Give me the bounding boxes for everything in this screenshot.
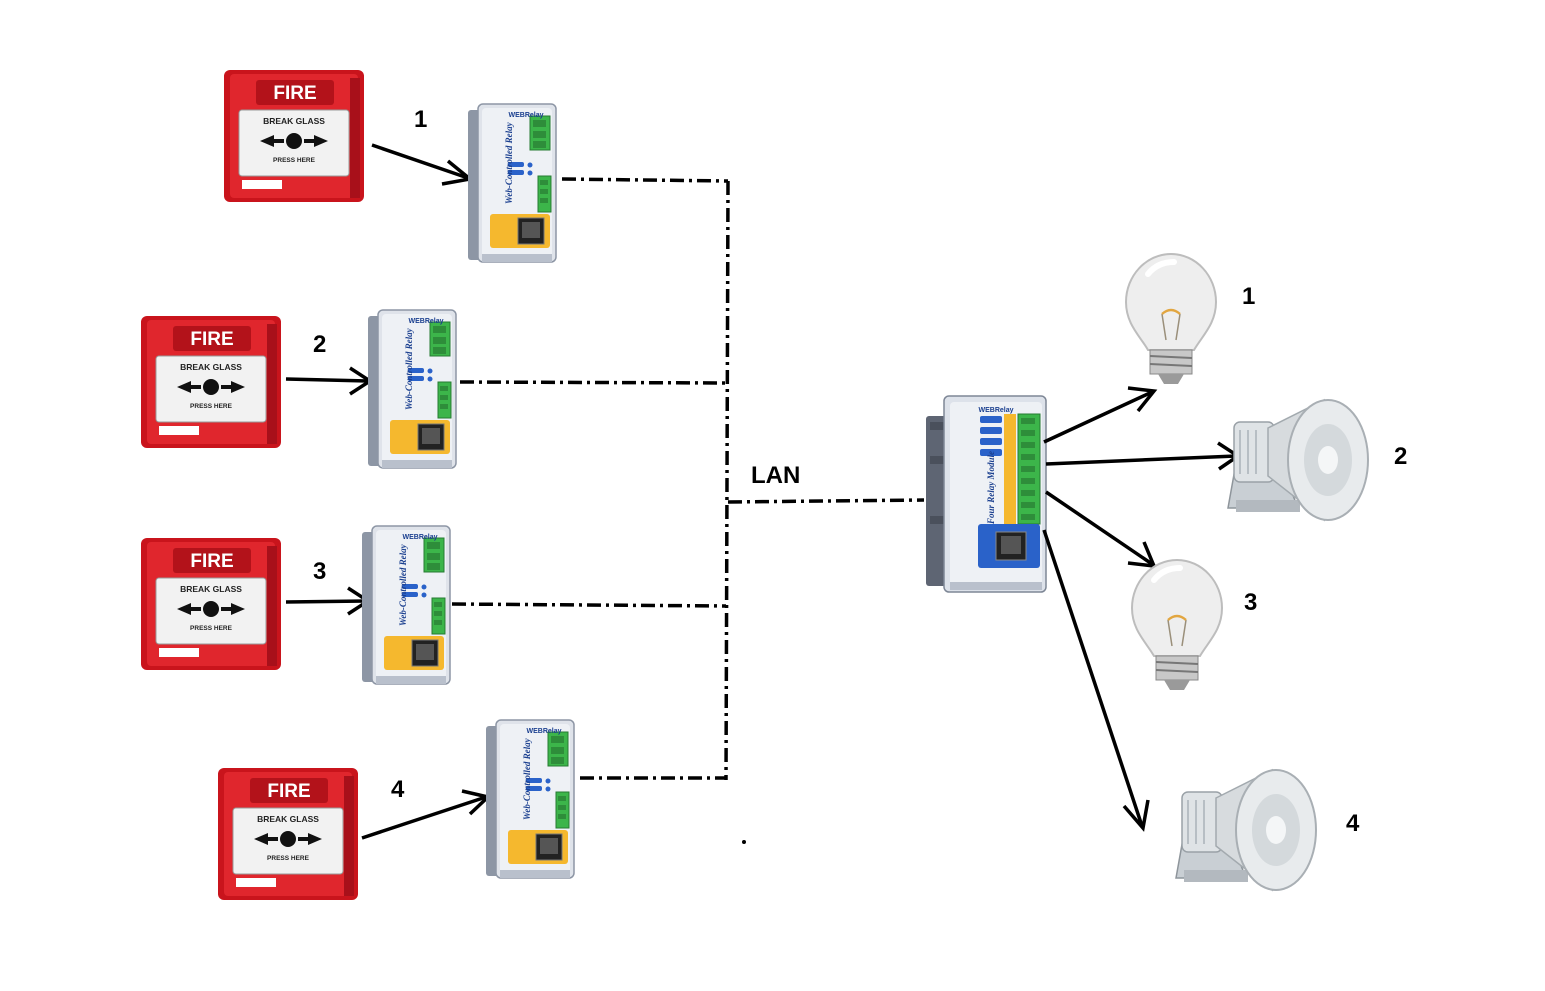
fire-call-point-1: FIRE BREAK GLASS PRESS HERE: [223, 69, 365, 203]
svg-text:Web-Controlled Relay: Web-Controlled Relay: [504, 121, 514, 204]
svg-text:PRESS HERE: PRESS HERE: [190, 403, 233, 410]
light-bulb-icon: [1132, 560, 1222, 690]
svg-text:WEBRelay: WEBRelay: [508, 112, 543, 119]
lan-label: LAN: [751, 462, 800, 489]
svg-text:Web-Controlled Relay: Web-Controlled Relay: [522, 737, 532, 820]
fire-call-point-2: FIRE BREAK GLASS PRESS HERE: [140, 315, 282, 449]
lan-network-lines: [451, 177, 925, 781]
svg-text:PRESS HERE: PRESS HERE: [190, 625, 233, 632]
light-bulb-icon: [1126, 254, 1216, 384]
output-arrows: [1042, 386, 1242, 832]
output-label-1: 1: [1242, 283, 1255, 310]
output-label-2: 2: [1394, 443, 1407, 470]
input-label-2: 2: [313, 331, 326, 358]
svg-text:FIRE: FIRE: [273, 83, 316, 104]
output-label-3: 3: [1244, 589, 1257, 616]
svg-text:Four Relay Module: Four Relay Module: [986, 451, 996, 525]
siren-horn-icon: [1227, 399, 1369, 521]
svg-text:PRESS HERE: PRESS HERE: [273, 157, 316, 164]
svg-text:BREAK GLASS: BREAK GLASS: [257, 814, 319, 824]
svg-text:FIRE: FIRE: [190, 329, 233, 350]
svg-text:PRESS HERE: PRESS HERE: [267, 855, 310, 862]
fire-call-point-3: FIRE BREAK GLASS PRESS HERE: [140, 537, 282, 671]
svg-text:BREAK GLASS: BREAK GLASS: [263, 116, 325, 126]
output-label-4: 4: [1346, 810, 1360, 837]
web-relay-1: WEBRelay Web-Controlled Relay: [467, 103, 557, 263]
fire-call-point-4: FIRE BREAK GLASS PRESS HERE: [217, 767, 359, 901]
four-relay-module: WEBRelay Four Relay Module: [925, 395, 1047, 593]
siren-horn-icon: [1175, 769, 1317, 891]
web-relay-3: WEBRelay Web-Controlled Relay: [361, 525, 451, 685]
svg-text:WEBRelay: WEBRelay: [526, 728, 561, 735]
svg-text:WEBRelay: WEBRelay: [402, 534, 437, 541]
svg-text:Web-Controlled Relay: Web-Controlled Relay: [398, 543, 408, 626]
svg-text:Web-Controlled Relay: Web-Controlled Relay: [404, 327, 414, 410]
input-arrows: [285, 143, 492, 840]
input-label-1: 1: [414, 106, 427, 133]
svg-text:WEBRelay: WEBRelay: [978, 407, 1013, 414]
svg-text:BREAK GLASS: BREAK GLASS: [180, 362, 242, 372]
svg-text:FIRE: FIRE: [190, 551, 233, 572]
input-label-4: 4: [391, 776, 405, 803]
svg-text:BREAK GLASS: BREAK GLASS: [180, 584, 242, 594]
stray-dot: [742, 840, 746, 844]
svg-text:WEBRelay: WEBRelay: [408, 318, 443, 325]
input-label-3: 3: [313, 558, 326, 585]
web-relay-2: WEBRelay Web-Controlled Relay: [367, 309, 457, 469]
svg-text:FIRE: FIRE: [267, 781, 310, 802]
web-relay-4: WEBRelay Web-Controlled Relay: [485, 719, 575, 879]
